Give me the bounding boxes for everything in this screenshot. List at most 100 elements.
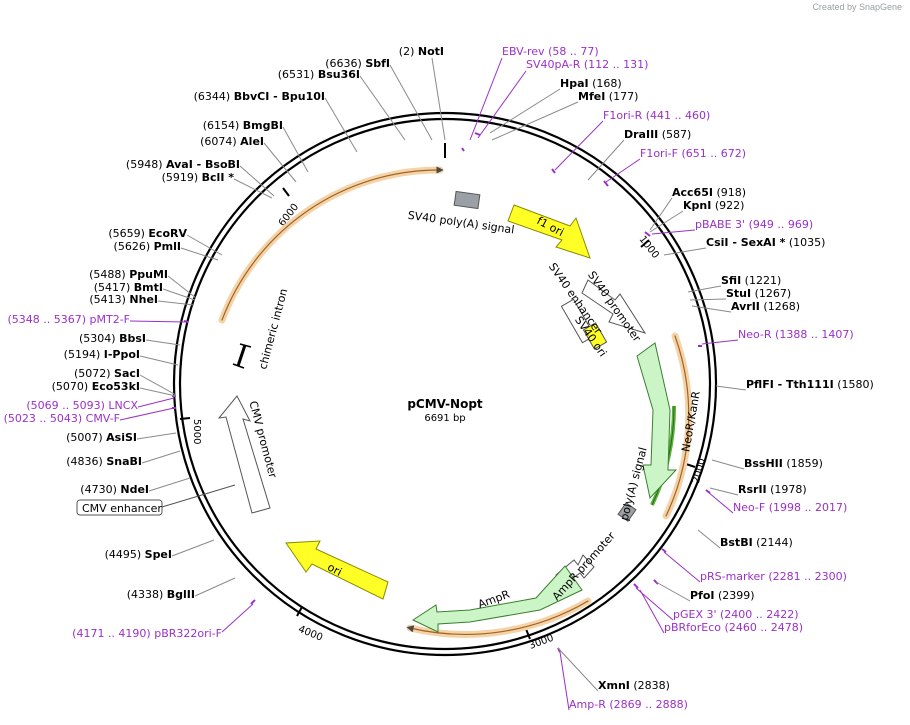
- site-position: (5413): [89, 293, 126, 306]
- site-position: (5304): [79, 332, 116, 345]
- site-19[interactable]: Neo-F (1998 .. 2017): [707, 491, 847, 514]
- site-name: SV40pA-R: [526, 58, 581, 71]
- site-38[interactable]: (5304) BbsI: [79, 332, 181, 346]
- site-label: pGEX 3' (2400 .. 2422): [673, 608, 799, 621]
- site-23[interactable]: pGEX 3' (2400 .. 2422): [635, 587, 799, 621]
- site-13[interactable]: StuI (1267): [689, 287, 791, 301]
- site-1[interactable]: EBV-rev (58 .. 77): [469, 45, 599, 141]
- site-32[interactable]: (5007) AsiSI: [66, 431, 177, 444]
- site-name: StuI: [726, 287, 751, 300]
- ori-label: ori: [325, 561, 344, 579]
- site-29[interactable]: (4495) SpeI: [105, 539, 215, 561]
- site-47[interactable]: (6074) AleI: [200, 135, 297, 183]
- site-label: (5948) AvaI - BsoBI: [126, 158, 240, 171]
- site-7[interactable]: F1ori-F (651 .. 672): [605, 147, 746, 183]
- site-24[interactable]: pBRforEco (2460 .. 2478): [639, 589, 803, 634]
- site-8[interactable]: Acc65I (918): [649, 186, 746, 231]
- site-6[interactable]: DraIII (587): [587, 128, 691, 181]
- site-41[interactable]: (5417) BmtI: [94, 281, 196, 301]
- site-11[interactable]: CsiI - SexAI * (1035): [663, 236, 825, 256]
- site-label: F1ori-R (441 .. 460): [603, 109, 710, 122]
- site-51[interactable]: (6636) SbfI: [325, 57, 433, 141]
- site-46[interactable]: (5948) AvaI - BsoBI: [126, 158, 275, 197]
- site-37[interactable]: (5194) I-PpoI: [64, 348, 179, 366]
- site-27[interactable]: (4171 .. 4190) pBR322ori-F: [72, 603, 254, 640]
- site-label: (6074) AleI: [200, 135, 264, 148]
- site-leader-line: [263, 142, 297, 183]
- site-label: (5413) NheI: [89, 293, 158, 306]
- site-48[interactable]: (6154) BmgBI: [203, 119, 309, 173]
- site-50[interactable]: (6531) Bsu36I: [278, 68, 406, 141]
- site-position: (1580): [837, 378, 874, 391]
- site-12[interactable]: SfiI (1221): [687, 274, 781, 293]
- site-label: (5919) BclI *: [162, 171, 235, 184]
- site-label: Acc65I (918): [672, 186, 746, 199]
- site-42[interactable]: (5488) PpuMI: [89, 268, 197, 299]
- ampr-arrow: [411, 565, 583, 633]
- site-4[interactable]: MfeI (177): [491, 90, 638, 141]
- site-26[interactable]: Amp-R (2869 .. 2888): [559, 651, 688, 711]
- site-39[interactable]: (5348 .. 5367) pMT2-F: [7, 313, 187, 326]
- site-22[interactable]: PfoI (2399): [655, 581, 755, 602]
- site-16[interactable]: PflFI - Tth111I (1580): [715, 378, 874, 391]
- site-43[interactable]: (5626) PmlI: [114, 240, 219, 261]
- site-leader-line: [167, 275, 197, 299]
- site-leader-line: [554, 120, 604, 171]
- site-25[interactable]: XmnI (2838): [557, 647, 670, 692]
- site-15[interactable]: Neo-R (1388 .. 1407): [701, 328, 854, 345]
- site-name: RsrII: [738, 483, 767, 496]
- site-name: pBABE 3': [695, 218, 745, 231]
- site-name: CMV-F: [86, 412, 120, 425]
- site-35[interactable]: (5070) Eco53kI: [52, 380, 177, 397]
- site-21[interactable]: pRS-marker (2281 .. 2300): [663, 551, 847, 583]
- site-label: StuI (1267): [726, 287, 791, 300]
- site-18[interactable]: RsrII (1978): [709, 483, 807, 496]
- site-10[interactable]: pBABE 3' (949 .. 969): [651, 218, 813, 235]
- site-0[interactable]: (2) NotI: [399, 45, 446, 141]
- site-20[interactable]: BstBI (2144): [697, 529, 793, 549]
- site-34[interactable]: (5069 .. 5093) LNCX: [26, 397, 175, 412]
- site-40[interactable]: (5413) NheI: [89, 293, 195, 306]
- site-leader-line: [139, 374, 177, 396]
- site-44[interactable]: (5659) EcoRV: [108, 227, 223, 256]
- site-label: (4836) SnaBI: [66, 455, 142, 468]
- site-30[interactable]: (4730) NdeI: [80, 477, 191, 496]
- snapgene-credit: Created by SnapGene: [812, 2, 902, 12]
- site-leader-line: [605, 158, 641, 183]
- site-17[interactable]: BssHII (1859): [711, 457, 823, 470]
- site-position: (5659): [108, 227, 145, 240]
- site-label: XmnI (2838): [598, 679, 670, 692]
- site-label: HpaI (168): [560, 77, 622, 90]
- site-label: (5070) Eco53kI: [52, 380, 140, 393]
- site-leader-line: [655, 581, 691, 602]
- site-name: F1ori-F: [640, 147, 678, 160]
- site-position: (949 .. 969): [749, 218, 814, 231]
- site-2[interactable]: SV40pA-R (112 .. 131): [477, 58, 649, 139]
- site-label: (4730) NdeI: [80, 483, 149, 496]
- sv40-promoter-arrow: [581, 279, 647, 334]
- site-leader-line: [707, 491, 734, 514]
- site-leader-line: [587, 139, 625, 181]
- site-33[interactable]: (5023 .. 5043) CMV-F: [4, 407, 175, 425]
- site-5[interactable]: F1ori-R (441 .. 460): [554, 109, 710, 171]
- site-position: (5348 .. 5367): [7, 313, 86, 326]
- site-position: (112 .. 131): [584, 58, 649, 71]
- site-name: DraIII: [624, 128, 658, 141]
- site-position: (1268): [763, 300, 800, 313]
- site-28[interactable]: (4338) BglII: [127, 577, 236, 601]
- site-position: (1267): [755, 287, 792, 300]
- site-position: (651 .. 672): [681, 147, 746, 160]
- site-label: pBABE 3' (949 .. 969): [695, 218, 813, 231]
- site-name: LNCX: [108, 399, 138, 412]
- site-9[interactable]: KpnI (922): [649, 199, 744, 233]
- site-14[interactable]: AvrII (1268): [691, 300, 800, 313]
- site-leader-line: [691, 305, 732, 313]
- site-36[interactable]: (5072) SacI: [74, 367, 177, 396]
- site-name: KpnI: [683, 199, 711, 212]
- site-3[interactable]: HpaI (168): [489, 77, 622, 134]
- site-45[interactable]: (5919) BclI *: [162, 171, 273, 199]
- site-49[interactable]: (6344) BbvCI - Bpu10I: [194, 90, 358, 153]
- site-31[interactable]: (4836) SnaBI: [66, 450, 181, 468]
- site-label: (5194) I-PpoI: [64, 348, 140, 361]
